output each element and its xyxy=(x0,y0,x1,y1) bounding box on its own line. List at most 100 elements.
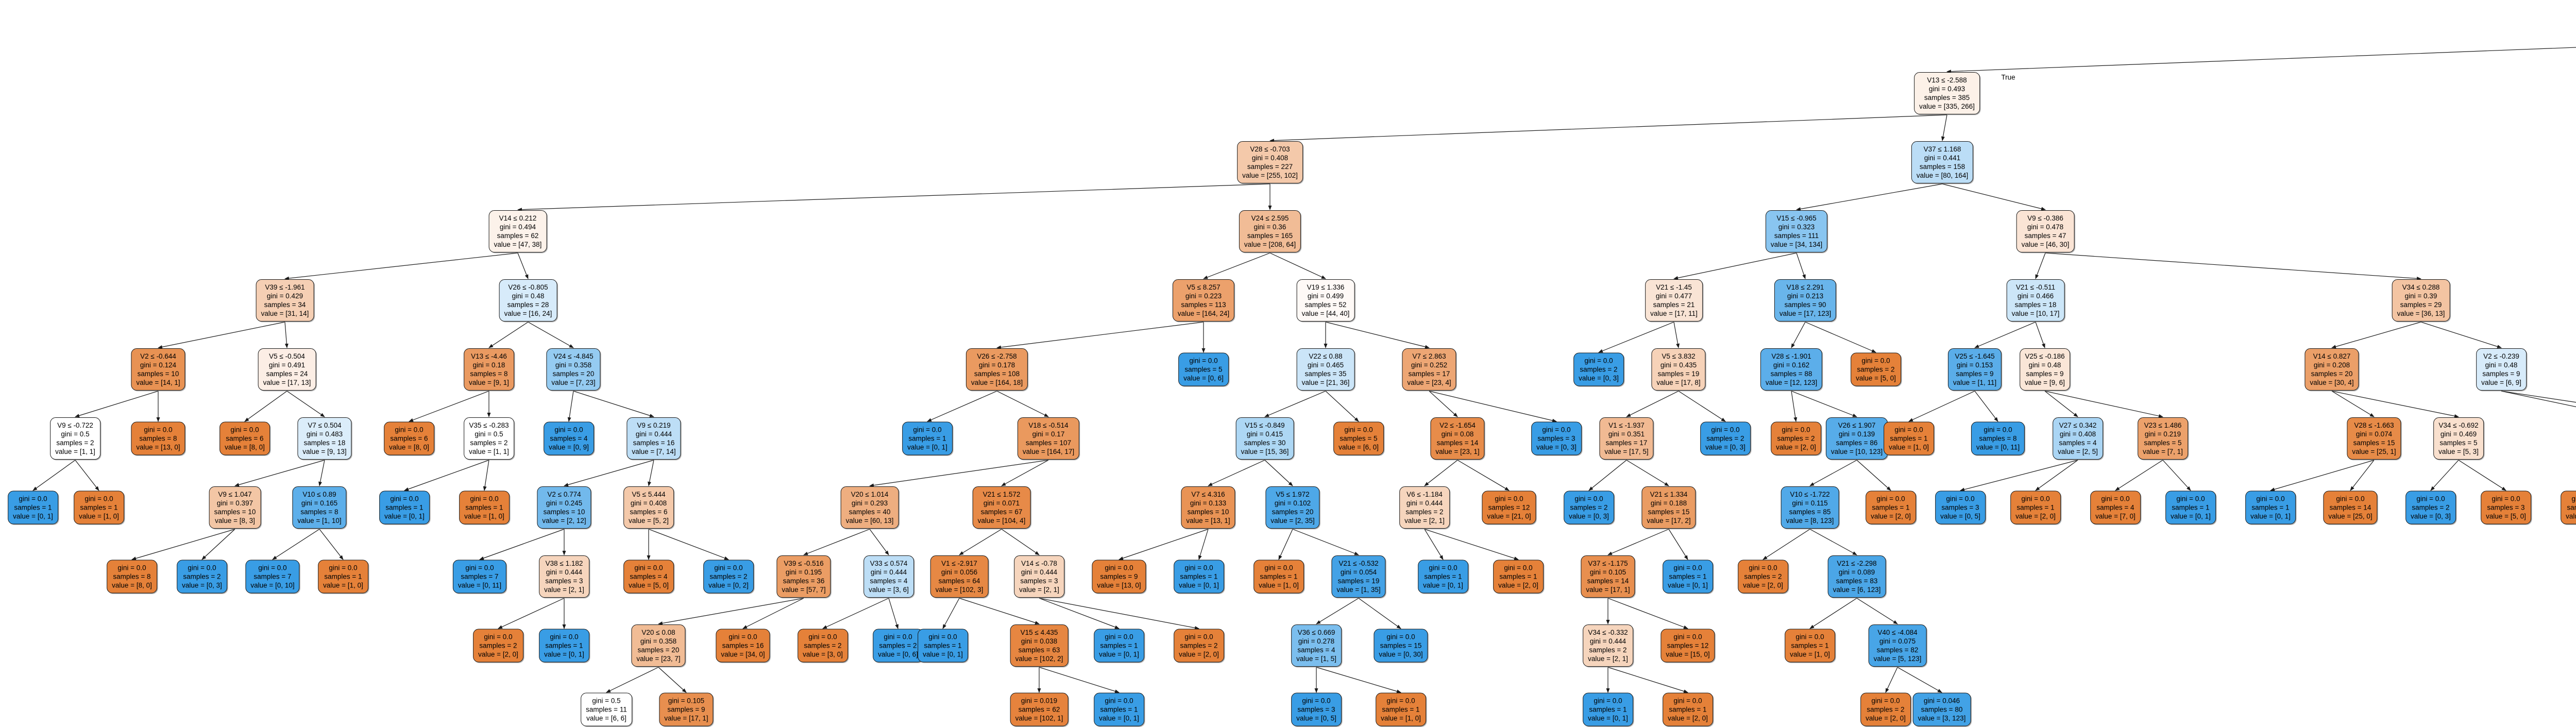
node-text-line: gini = 0.0 xyxy=(395,426,423,434)
node-text-line: value = [0, 2] xyxy=(708,581,749,589)
node-text-line: gini = 0.0 xyxy=(1673,564,1702,572)
node-text-line: samples = 9 xyxy=(1100,572,1138,581)
node-text-line: samples = 15 xyxy=(1380,641,1422,650)
node-text-line: value = [2, 5] xyxy=(2058,448,2098,455)
tree-edge xyxy=(2501,391,2576,408)
node-text-line: samples = 1 xyxy=(924,641,962,650)
tree-edge xyxy=(1796,183,1943,211)
node-text-line: samples = 6 xyxy=(630,508,668,516)
tree-edge xyxy=(1325,391,1359,422)
node-text-line: value = [104, 4] xyxy=(977,517,1026,525)
node-text-line: value = [0, 11] xyxy=(1976,443,2020,451)
node-text-line: samples = 9 xyxy=(2026,370,2064,378)
node-text-line: gini = 0.178 xyxy=(978,361,1015,369)
node-text-line: gini = 0.0 xyxy=(1344,426,1373,434)
tree-edge xyxy=(888,598,899,629)
tree-edge xyxy=(483,460,489,491)
tree-edge xyxy=(1607,598,1688,629)
tree-edge xyxy=(1673,322,1680,348)
node-text-line: value = [23, 1] xyxy=(1435,448,1480,455)
node-text-line: samples = 3 xyxy=(1297,705,1335,714)
node-text-line: samples = 8 xyxy=(113,572,151,581)
node-text-line: gini = 0.153 xyxy=(1956,361,1993,369)
node-text-line: samples = 1 xyxy=(2172,503,2210,512)
node-text-line: samples = 12 xyxy=(1488,503,1530,512)
tree-edge xyxy=(927,391,997,422)
node-text-line: samples = 3 xyxy=(1537,434,1575,443)
node-text-line: V21 ≤ 1.572 xyxy=(982,491,1021,498)
node-text-line: V9 ≤ 1.047 xyxy=(218,491,252,498)
node-text-line: samples = 108 xyxy=(974,370,1020,378)
tree-edge xyxy=(1974,322,2036,348)
tree-edge xyxy=(244,391,287,422)
node-text-line: value = [2, 0] xyxy=(1743,581,1783,589)
tree-edge xyxy=(1626,391,1679,417)
node-text-line: samples = 9 xyxy=(2482,370,2520,378)
node-text-line: samples = 52 xyxy=(1304,301,1347,309)
node-text-line: value = [1, 11] xyxy=(1953,379,1997,386)
tree-edge xyxy=(1292,529,1359,555)
node-text-line: value = [2, 35] xyxy=(1270,517,1315,525)
node-text-line: value = [13, 1] xyxy=(1186,517,1230,525)
node-text-line: gini = 0.478 xyxy=(2027,223,2064,231)
node-text-line: gini = 0.39 xyxy=(2404,292,2437,300)
node-text-line: value = [47, 38] xyxy=(494,241,542,248)
node-text-line: V1 ≤ -1.937 xyxy=(1608,421,1645,429)
node-text-line: V7 ≤ 4.316 xyxy=(1191,491,1225,498)
node-text-line: value = [5, 3] xyxy=(2438,448,2479,455)
node-text-line: samples = 85 xyxy=(1789,508,1831,516)
node-text-line: samples = 2 xyxy=(1857,365,1895,374)
node-text-line: value = [17, 13] xyxy=(263,379,311,386)
node-text-line: samples = 4 xyxy=(2096,503,2134,512)
node-text-line: samples = 30 xyxy=(1244,439,1286,447)
tree-edge xyxy=(2035,322,2045,348)
node-text-line: value = [335, 266] xyxy=(1919,103,1975,110)
node-text-line: V6 ≤ -1.184 xyxy=(1406,491,1443,498)
tree-edge xyxy=(286,391,325,417)
node-text-line: value = [17, 11] xyxy=(1650,310,1698,317)
node-text-line: samples = 1 xyxy=(908,434,946,443)
node-text-line: samples = 2 xyxy=(1867,705,1905,714)
node-text-line: gini = 0.0 xyxy=(465,564,494,572)
node-text-line: gini = 0.408 xyxy=(1251,154,1289,162)
node-text-line: samples = 1 xyxy=(80,503,118,512)
node-text-line: value = [6, 9] xyxy=(2481,379,2521,386)
node-text-line: value = [5, 123] xyxy=(1873,655,1922,663)
node-text-line: V27 ≤ 0.342 xyxy=(2059,421,2097,429)
node-text-line: gini = 0.0 xyxy=(188,564,216,572)
node-text-line: value = [8, 3] xyxy=(215,517,255,525)
node-text-line: samples = 19 xyxy=(1657,370,1700,378)
node-text-line: V36 ≤ 0.669 xyxy=(1297,629,1335,636)
node-text-line: value = [255, 102] xyxy=(1242,172,1298,179)
tree-edge xyxy=(272,529,320,560)
node-text-line: V5 ≤ -0.504 xyxy=(269,352,305,360)
node-text-line: samples = 62 xyxy=(497,232,539,240)
node-text-line: samples = 8 xyxy=(1979,434,2017,443)
node-text-line: gini = 0.0 xyxy=(230,426,259,434)
node-text-line: value = [6, 6] xyxy=(586,714,626,722)
node-text-line: gini = 0.0 xyxy=(1795,633,1824,641)
node-text-line: value = [1, 1] xyxy=(55,448,95,455)
tree-edge xyxy=(1897,667,1942,693)
